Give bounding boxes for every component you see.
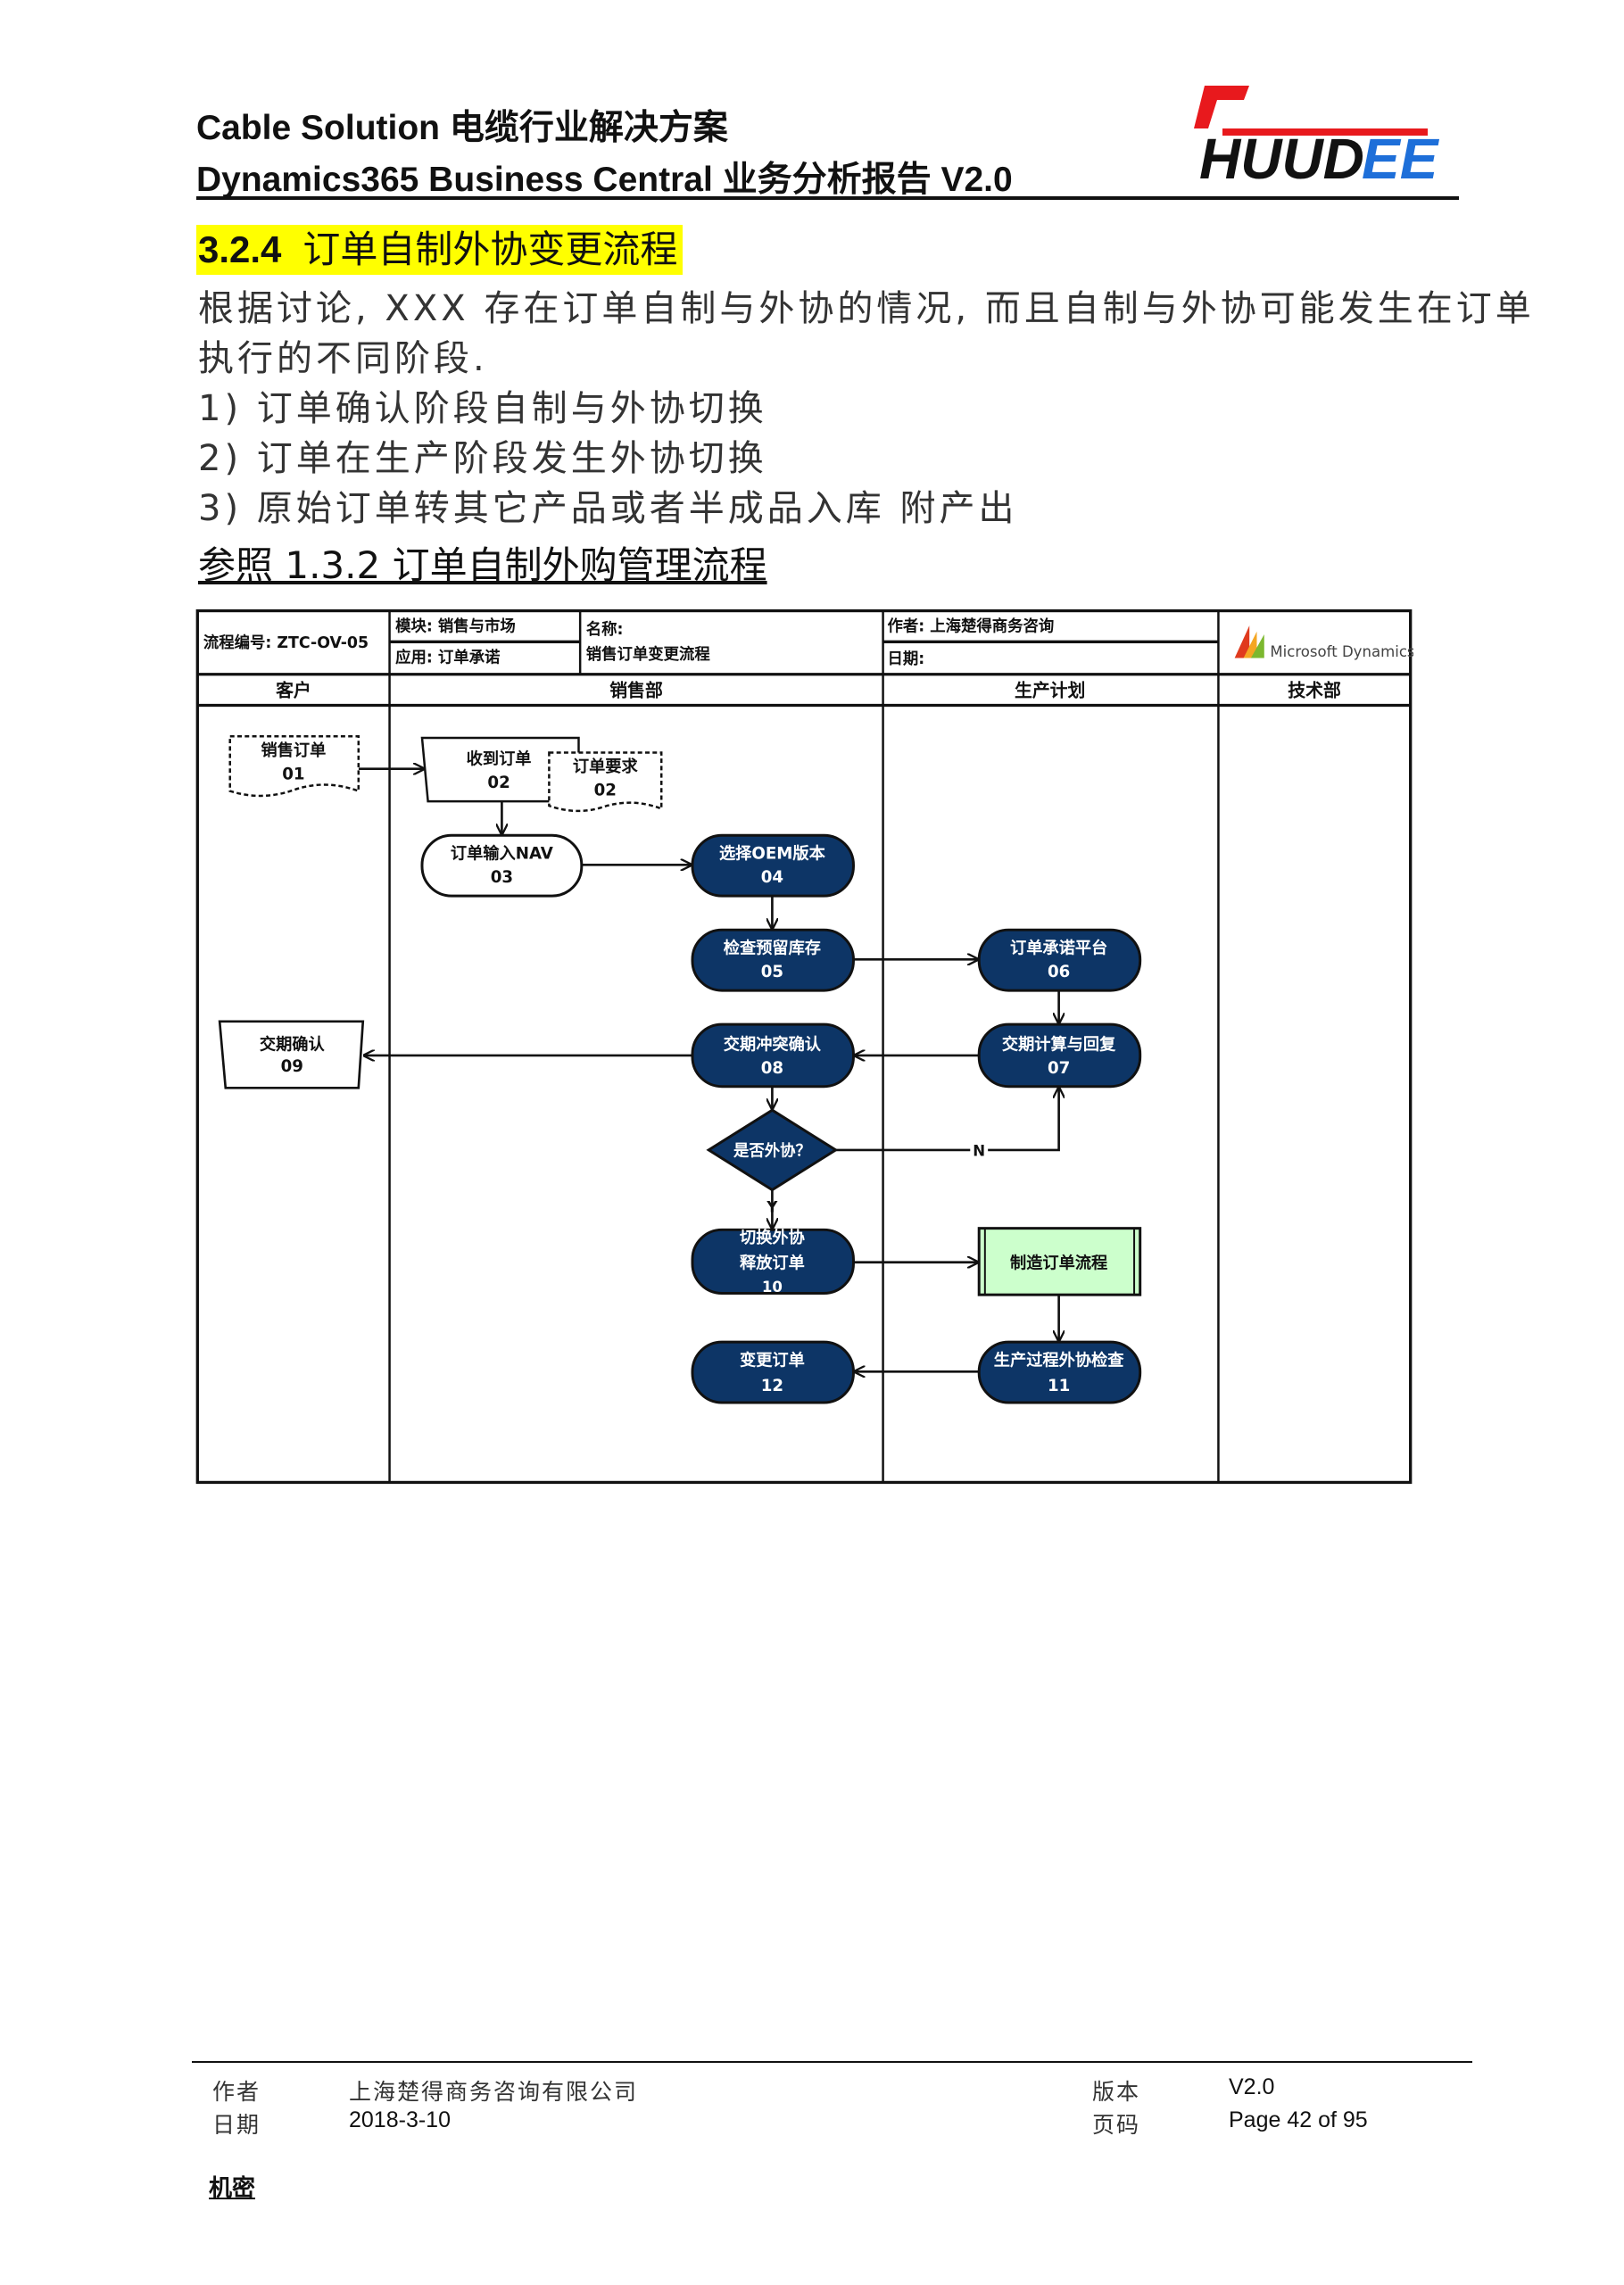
node-check-reserved-stock[interactable]: [691, 928, 855, 992]
microsoft-dynamics-logo: Microsoft Dynamics: [1234, 625, 1413, 660]
author-label: 作者: 上海楚得商务咨询: [888, 617, 1055, 636]
svg-text:01: 01: [282, 765, 304, 783]
node-delivery-confirmation[interactable]: 交期确认 09: [218, 1020, 365, 1089]
svg-text:释放订单: 释放订单: [740, 1253, 805, 1272]
node-select-oem-version[interactable]: [691, 833, 855, 898]
svg-text:订单承诺平台: 订单承诺平台: [1010, 939, 1107, 958]
footer-version-value: V2.0: [1229, 2074, 1275, 2099]
name-label: 名称:: [586, 620, 624, 639]
company-logo: HUUD EE: [1194, 86, 1440, 187]
no-label: N: [973, 1143, 985, 1160]
header-title-line2: Dynamics365 Business Central 业务分析报告 V2.0: [196, 161, 1013, 199]
svg-text:09: 09: [281, 1057, 303, 1076]
node-switch-outsource-release[interactable]: [691, 1228, 855, 1296]
node-order-requirements-document[interactable]: 订单要求 02: [548, 751, 663, 813]
svg-text:06: 06: [1048, 963, 1070, 981]
reference-link[interactable]: 参照 1.3.2 订单自制外购管理流程: [198, 543, 767, 587]
svg-text:04: 04: [761, 868, 783, 887]
svg-text:切换外协: 切换外协: [740, 1228, 806, 1247]
svg-text:交期计算与回复: 交期计算与回复: [1002, 1034, 1116, 1054]
lane-sales: 销售部: [609, 681, 663, 701]
section-heading: 3.2.4 订单自制外协变更流程: [196, 225, 684, 275]
lane-technical: 技术部: [1288, 681, 1341, 701]
svg-text:选择OEM版本: 选择OEM版本: [719, 844, 826, 864]
process-number: 流程编号: ZTC-OV-05: [203, 633, 369, 652]
svg-text:收到订单: 收到订单: [467, 749, 532, 769]
svg-text:HUUD: HUUD: [1199, 127, 1364, 187]
svg-text:12: 12: [761, 1377, 783, 1395]
svg-text:制造订单流程: 制造订单流程: [1010, 1253, 1107, 1272]
lane-customer: 客户: [276, 681, 311, 701]
confidential-label: 机密: [209, 2175, 256, 2202]
swimlane-flowchart: 流程编号: ZTC-OV-05 模块: 销售与市场 应用: 订单承诺 名称: 销…: [195, 609, 1413, 1485]
lane-production-planning: 生产计划: [1015, 681, 1085, 701]
footer-date-label: 日期: [212, 2112, 261, 2138]
body-line: 根据讨论, XXX 存在订单自制与外协的情况, 而且自制与外协可能发生在订单: [198, 288, 1535, 329]
node-enter-order-nav[interactable]: 订单输入NAV 03: [420, 833, 584, 898]
footer-author-value: 上海楚得商务咨询有限公司: [349, 2079, 639, 2105]
svg-text:11: 11: [1048, 1377, 1070, 1395]
section-title: 订单自制外协变更流程: [302, 228, 678, 271]
svg-text:变更订单: 变更订单: [740, 1351, 805, 1370]
yes-label: Y: [766, 1198, 778, 1215]
footer-page-label: 页码: [1092, 2112, 1141, 2138]
list-item: 3) 原始订单转其它产品或者半成品入库 附产出: [198, 488, 1018, 529]
svg-text:交期冲突确认: 交期冲突确认: [724, 1034, 822, 1054]
flow-arrows: [358, 769, 1059, 1372]
footer-page-value: Page 42 of 95: [1229, 2107, 1368, 2132]
svg-text:10: 10: [762, 1279, 783, 1296]
svg-text:EE: EE: [1362, 127, 1440, 187]
svg-text:订单要求: 订单要求: [573, 757, 639, 776]
node-order-promising-platform[interactable]: [977, 928, 1142, 992]
svg-text:订单输入NAV: 订单输入NAV: [451, 844, 553, 864]
module-label: 模块: 销售与市场: [395, 617, 516, 636]
svg-text:生产过程外协检查: 生产过程外协检查: [994, 1351, 1124, 1370]
brand-text: Microsoft Dynamics: [1270, 643, 1413, 660]
date-label: 日期:: [888, 650, 925, 668]
header-rule: [196, 196, 1459, 200]
node-delivery-calc-reply[interactable]: [977, 1022, 1142, 1089]
svg-text:05: 05: [761, 963, 783, 981]
svg-text:销售订单: 销售订单: [261, 741, 327, 760]
application-label: 应用: 订单承诺: [395, 649, 500, 667]
footer-rule: [192, 2061, 1472, 2063]
decision-outsource[interactable]: [706, 1108, 839, 1192]
footer-author-label: 作者: [212, 2079, 261, 2105]
footer-version-label: 版本: [1092, 2079, 1141, 2105]
svg-text:02: 02: [594, 782, 617, 800]
list-item: 1) 订单确认阶段自制与外协切换: [198, 388, 767, 429]
footer-date-value: 2018-3-10: [349, 2107, 451, 2132]
node-receive-order[interactable]: 收到订单 02: [420, 736, 580, 803]
svg-text:检查预留库存: 检查预留库存: [724, 939, 821, 958]
svg-text:03: 03: [491, 868, 513, 887]
svg-text:交期确认: 交期确认: [260, 1034, 326, 1054]
svg-text:07: 07: [1048, 1059, 1070, 1078]
body-line: 执行的不同阶段.: [198, 338, 488, 379]
node-sales-order-document[interactable]: 销售订单 01: [228, 735, 360, 798]
section-number: 3.2.4: [198, 228, 282, 270]
node-change-order[interactable]: [691, 1340, 855, 1404]
diagram-frame: [195, 609, 1413, 1485]
svg-text:08: 08: [761, 1059, 783, 1078]
header-title-line1: Cable Solution 电缆行业解决方案: [196, 109, 728, 147]
svg-text:02: 02: [487, 774, 510, 792]
svg-text:是否外协？: 是否外协？: [733, 1142, 811, 1161]
node-delivery-conflict-confirm[interactable]: [691, 1022, 855, 1089]
name-value: 销售订单变更流程: [586, 645, 711, 664]
subprocess-manufacturing-order[interactable]: 制造订单流程: [977, 1227, 1142, 1296]
list-item: 2) 订单在生产阶段发生外协切换: [198, 438, 767, 479]
node-production-outsource-check[interactable]: [977, 1340, 1142, 1404]
